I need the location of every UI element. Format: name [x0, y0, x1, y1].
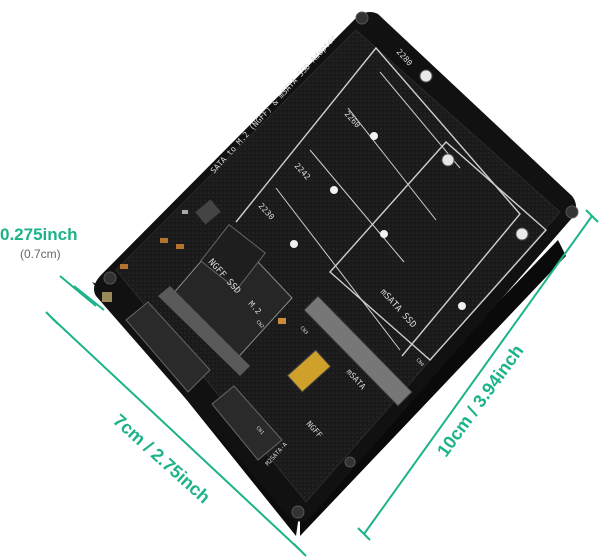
cn3-label: CN3	[299, 325, 310, 336]
smd-components	[102, 199, 286, 324]
sata-power-connector	[211, 385, 283, 461]
thickness-label: 0.275inch	[0, 225, 78, 244]
pcb-board: SATA to M.2 (NGFF) & mSATA SSD Adapter 2…	[102, 11, 579, 519]
cn4-label: CN4	[415, 357, 426, 368]
thickness-sub-label: (0.7cm)	[20, 247, 61, 261]
sata-data-connector	[125, 301, 211, 393]
standoffs	[419, 69, 529, 241]
outline-msata	[329, 141, 547, 361]
cn1-label: CN1	[255, 425, 266, 436]
width-label: 7cm / 2.75inch	[109, 410, 214, 507]
m2-connector	[158, 286, 250, 376]
enclosure-screws	[103, 11, 579, 519]
msata-connector	[303, 295, 413, 407]
outline-2280	[235, 46, 521, 357]
dimension-lines	[45, 209, 599, 557]
mount-holes	[290, 132, 466, 310]
selector-switch	[286, 349, 332, 393]
cn2-label: CN2	[255, 319, 266, 330]
enclosure-side-right	[300, 240, 566, 536]
m2-chip	[200, 224, 266, 290]
